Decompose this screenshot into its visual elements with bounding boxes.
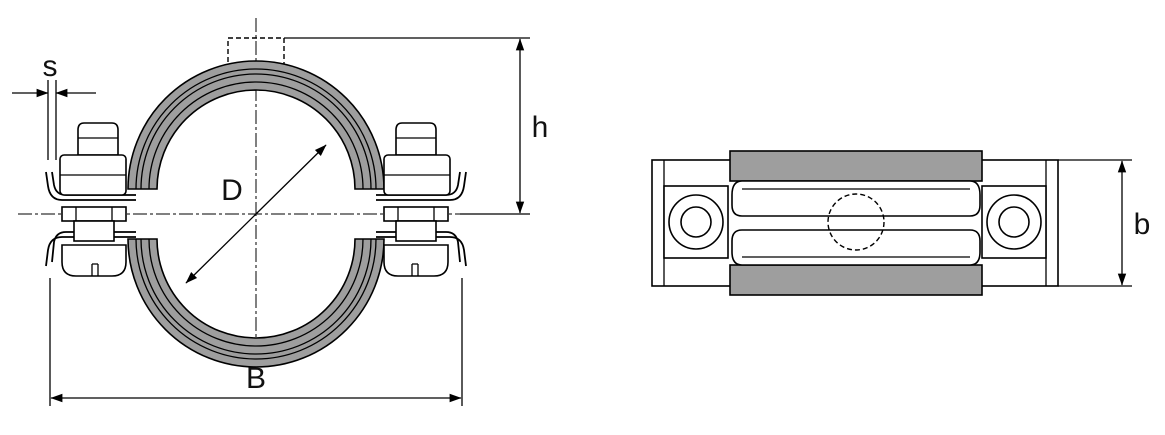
- side-rubber-band-bottom: [729, 264, 983, 296]
- side-boss-hidden: [827, 193, 885, 251]
- dimension-label-s: s: [43, 50, 58, 83]
- right-bolt-tip: [395, 122, 437, 156]
- right-lower-flange: [376, 231, 467, 267]
- left-screw-head: [61, 244, 127, 277]
- dimension-label-b-depth: b: [1134, 208, 1151, 241]
- dimension-d: D: [185, 144, 327, 284]
- dimension-b-width: B: [49, 278, 463, 406]
- left-bolt-assembly: [59, 122, 127, 277]
- side-left-bolt-inner: [680, 206, 712, 238]
- side-rubber-band-top: [729, 150, 983, 182]
- lower-clamp-half: [127, 238, 385, 368]
- dimension-label-d: D: [221, 174, 243, 207]
- left-bolt-tip: [77, 122, 119, 156]
- side-lower-strip: [731, 229, 981, 266]
- dimension-b-depth: b: [1058, 159, 1151, 287]
- dimension-s: s: [12, 50, 96, 160]
- right-screw-shank: [395, 220, 437, 242]
- side-view: b: [651, 150, 1151, 296]
- left-screw-shank: [73, 220, 115, 242]
- right-screw-head: [383, 244, 449, 277]
- right-bolt-assembly: [383, 122, 451, 277]
- dimension-label-h: h: [532, 111, 549, 144]
- dimension-label-b-width: B: [246, 362, 266, 395]
- left-lower-flange: [45, 231, 136, 267]
- front-view: s h D B: [12, 18, 548, 406]
- left-washer: [61, 206, 127, 222]
- side-upper-strip: [731, 180, 981, 217]
- dimension-h: h: [284, 37, 549, 215]
- right-washer: [383, 206, 449, 222]
- side-right-bolt-inner: [998, 206, 1030, 238]
